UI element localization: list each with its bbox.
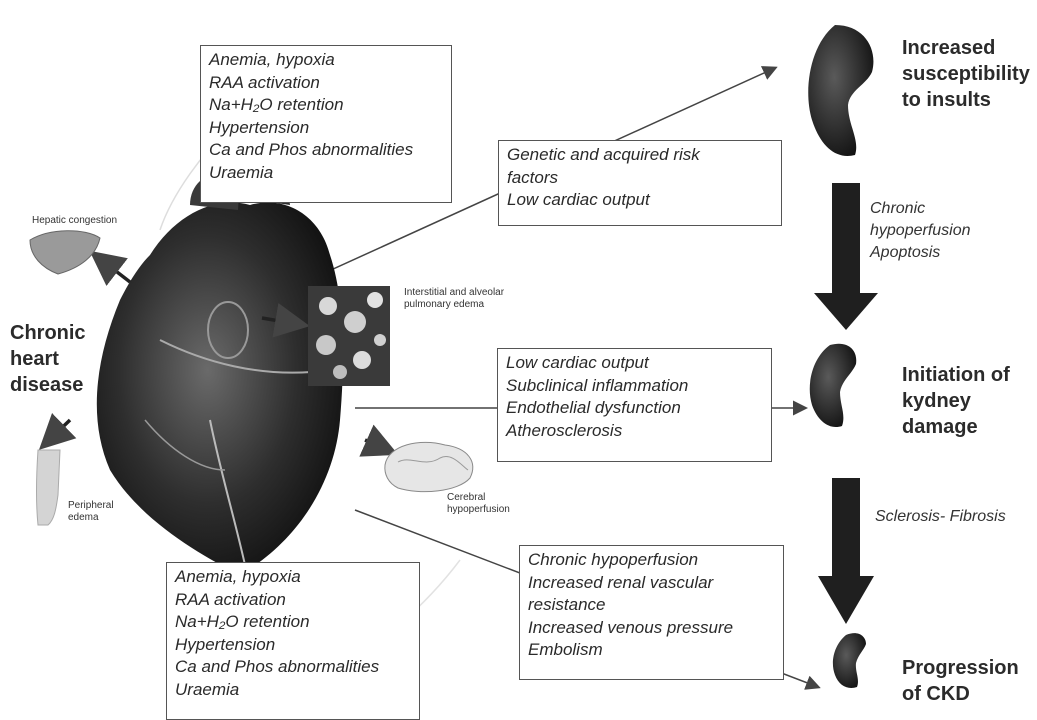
- heart-illustration: [97, 170, 343, 575]
- liver-illustration: [30, 231, 100, 274]
- middle-factors-box: Low cardiac output Subclinical inflammat…: [497, 348, 772, 462]
- arrow-stage2-to-stage3: [818, 478, 874, 624]
- brain-illustration: [385, 442, 473, 491]
- heart-label: Chronic heart disease: [10, 320, 86, 398]
- arrow-stage1-to-stage2: [814, 183, 878, 330]
- bottom-left-factors-box: Anemia, hypoxia RAA activation Na+H₂O re…: [166, 562, 420, 720]
- risk-factors-box: Genetic and acquired risk factors Low ca…: [498, 140, 782, 226]
- peripheral-edema-label: Peripheral edema: [68, 500, 114, 524]
- cerebral-hypoperfusion-label: Cerebral hypoperfusion: [447, 492, 510, 516]
- pulmonary-edema-label: Interstitial and alveolar pulmonary edem…: [404, 287, 504, 311]
- hepatic-congestion-label: Hepatic congestion: [32, 215, 117, 227]
- lower-factors-box: Chronic hypoperfusion Increased renal va…: [519, 545, 784, 680]
- kidney-2-image: [810, 344, 857, 427]
- stage2-label: Initiation of kydney damage: [902, 362, 1010, 440]
- stage3-label: Progression of CKD: [902, 655, 1019, 707]
- kidney-1-image: [808, 25, 873, 156]
- lung-tissue-image: [308, 286, 390, 386]
- top-left-factors-box: Anemia, hypoxia RAA activation Na+H₂O re…: [200, 45, 452, 203]
- transition-2-label: Sclerosis- Fibrosis: [875, 506, 1006, 528]
- kidney-3-image: [833, 633, 866, 688]
- leg-illustration: [37, 450, 61, 525]
- transition-1-label: Chronic hypoperfusion Apoptosis: [870, 198, 971, 264]
- stage1-label: Increased susceptibility to insults: [902, 35, 1030, 113]
